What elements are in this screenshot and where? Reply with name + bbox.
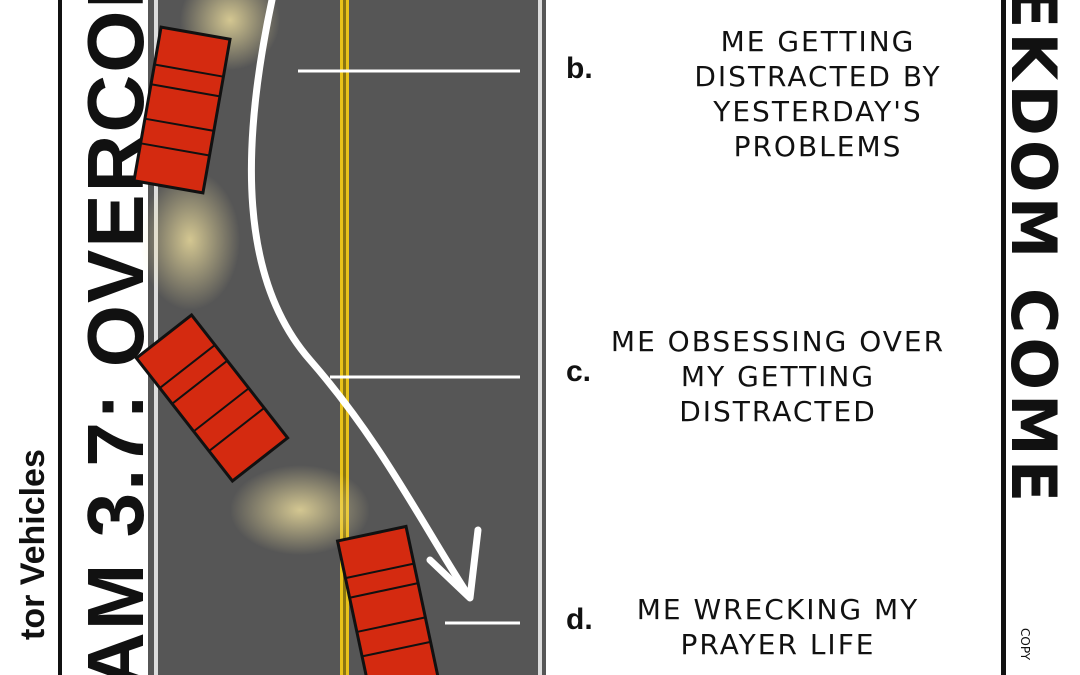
item-letter-c: c. [566, 355, 592, 388]
road-edge-left [154, 0, 158, 675]
car [335, 524, 441, 675]
item-caption-b: ME GETTING DISTRACTED BY YESTERDAY'S PRO… [694, 25, 942, 163]
car [132, 25, 232, 195]
item-letter-b: b. [566, 52, 593, 85]
title-frame [58, 0, 154, 675]
item-caption-c: ME OBSESSING OVER MY GETTING DISTRACTED [610, 325, 946, 428]
road-illustration [132, 0, 546, 675]
strip-title: EKDOM COME [997, 0, 1070, 507]
right-frame [1001, 0, 1006, 675]
car [134, 312, 290, 484]
road-edge-right [538, 0, 542, 675]
copyright: COPY [1018, 628, 1032, 661]
item-caption-d: ME WRECKING MY PRAYER LIFE [636, 593, 920, 661]
path-arrow [247, 0, 469, 594]
item-letter-d: d. [566, 603, 593, 636]
